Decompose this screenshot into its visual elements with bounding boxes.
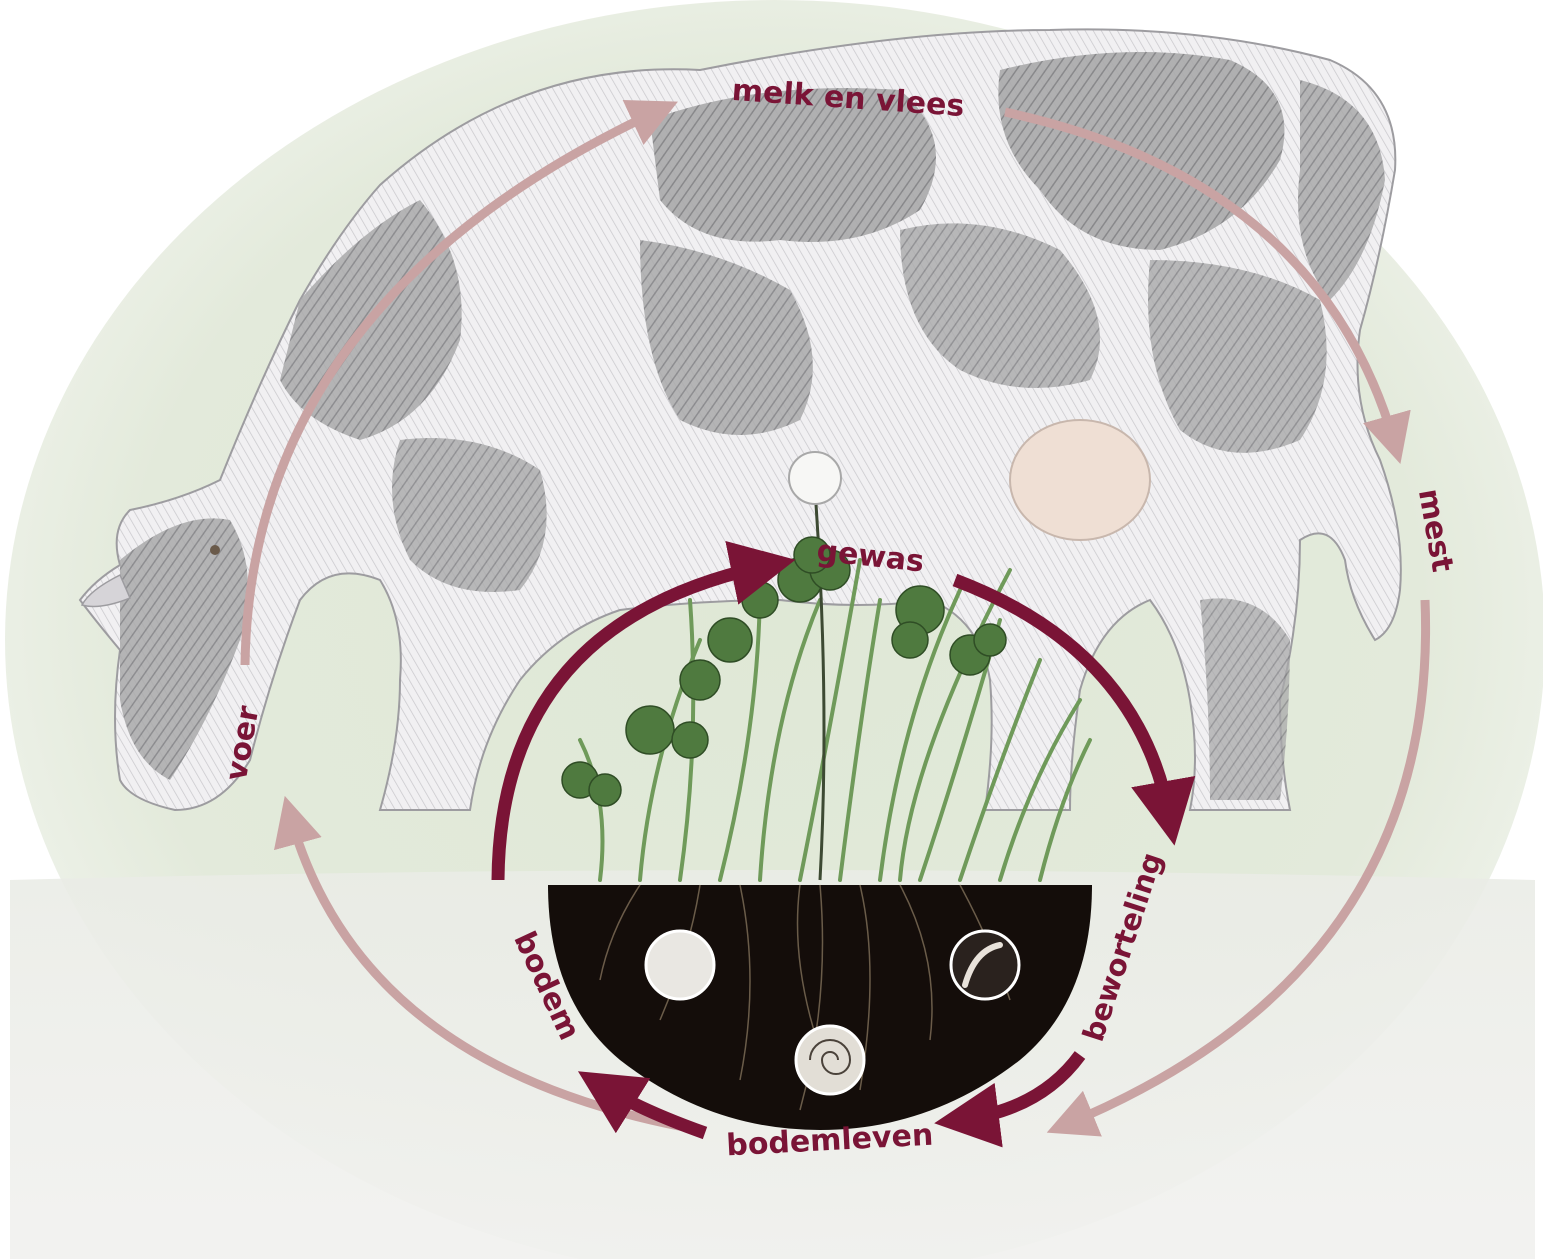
cow-eye [210, 545, 220, 555]
dandelion-seedhead [789, 452, 841, 504]
soil-organism-snail [796, 1026, 864, 1094]
soil-organism-worm [951, 931, 1019, 999]
cow-spot [1200, 598, 1290, 800]
cow-udder [1010, 420, 1150, 540]
soil-organism-bacteria [646, 931, 714, 999]
